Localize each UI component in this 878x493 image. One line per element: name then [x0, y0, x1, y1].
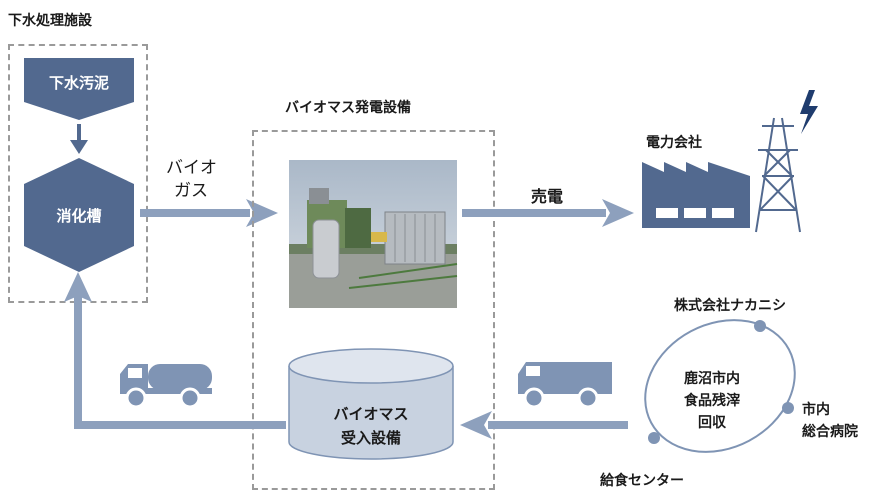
sludge-down-arrow [70, 124, 88, 154]
tanker-truck-icon [120, 364, 212, 409]
cycle-bottom-label: 給食センター [600, 473, 684, 489]
biogas-arrow-shaft [140, 209, 250, 217]
sludge-shape [24, 58, 134, 120]
sell-power-label: 売電 [531, 187, 564, 206]
cycle-center-line2: 食品残滓 [684, 393, 740, 409]
digester-shape [24, 158, 134, 272]
cycle-node-right [782, 402, 794, 414]
factory-icon [642, 162, 750, 228]
return-arrow-vertical [74, 296, 82, 429]
cycle-center-line1: 鹿沼市内 [684, 371, 740, 387]
return-arrow-head [64, 272, 92, 302]
biogas-label-line1: バイオ [166, 158, 217, 178]
truck-icon [518, 362, 612, 409]
digester-label: 消化槽 [56, 207, 102, 225]
reception-label-line1: バイオマス [333, 405, 409, 423]
biogas-arrow-head [246, 199, 278, 227]
cycle-top-label: 株式会社ナカニシ [674, 298, 786, 314]
power-facility-title: バイオマス発電設備 [285, 100, 411, 116]
facility-title: 下水処理施設 [8, 13, 92, 29]
power-company-label: 電力会社 [646, 135, 702, 151]
cycle-right-line1: 市内 [802, 402, 830, 418]
power-facility-boundary [252, 130, 495, 490]
cycle-node-bottom [648, 432, 660, 444]
reception-tank-shape [288, 348, 454, 460]
cycle-node-top [754, 320, 766, 332]
cycle-right-line2: 総合病院 [802, 424, 858, 440]
reception-label-line2: 受入設備 [340, 429, 401, 447]
generator-photo [289, 160, 458, 308]
sell-power-arrow-shaft [462, 209, 606, 217]
return-arrow-horizontal [74, 421, 286, 429]
collection-arrow-shaft [488, 421, 628, 429]
collection-arrow-head [460, 411, 492, 439]
transmission-tower-icon [755, 117, 801, 233]
collection-cycle-ellipse [644, 319, 796, 453]
cycle-center-line3: 回収 [698, 415, 726, 431]
lightning-icon [800, 90, 818, 134]
sell-power-arrow-head [602, 199, 634, 227]
sludge-label: 下水汚泥 [48, 74, 109, 92]
biogas-label-line2: ガス [174, 181, 208, 201]
